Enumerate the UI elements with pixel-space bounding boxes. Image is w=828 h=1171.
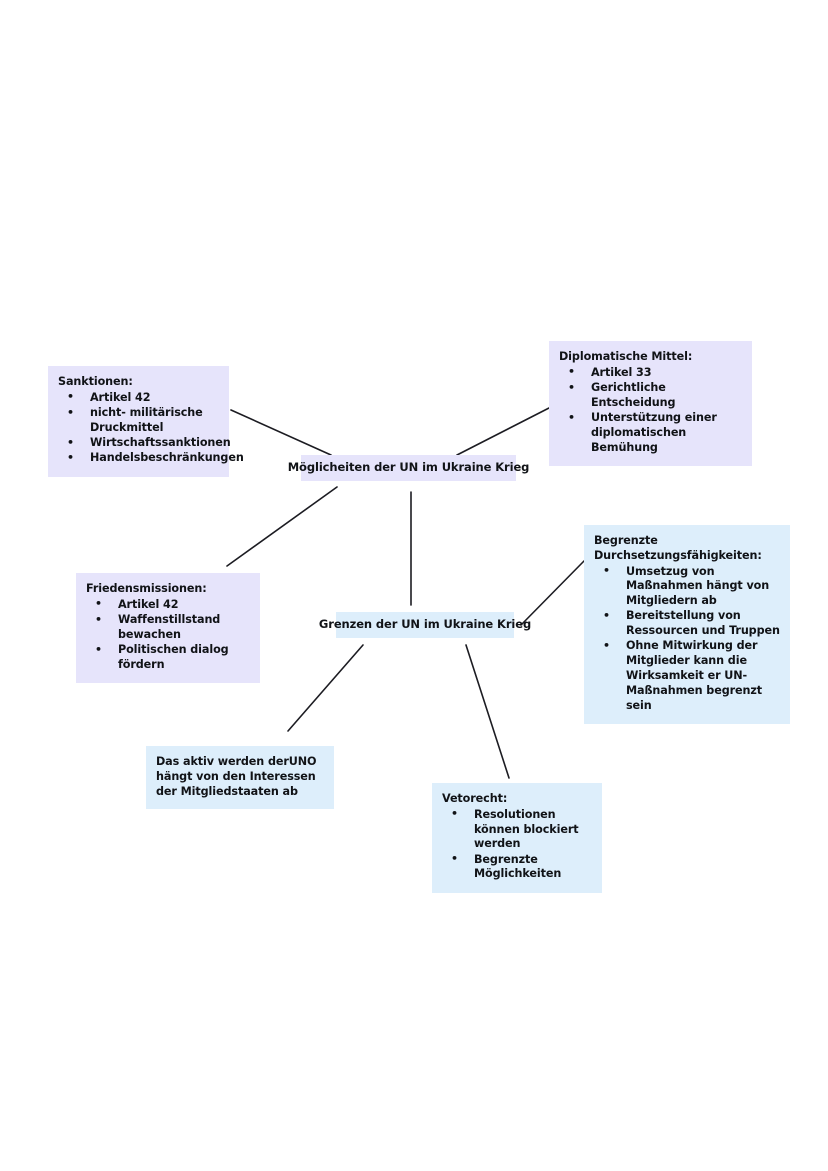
branch-heading-sanktionen: Sanktionen: xyxy=(58,375,133,388)
connector-diplomatische-mittel xyxy=(456,407,550,456)
branch-box-durchsetzungsfaehigkeiten: Begrenzte Durchsetzungsfähigkeiten: Umse… xyxy=(584,525,790,724)
connector-mitgliedsstaaten xyxy=(287,644,364,732)
branch-box-diplomatische-mittel: Diplomatische Mittel: Artikel 33 Gericht… xyxy=(549,341,752,466)
branch-box-vetorecht: Vetorecht: Resolutionen können blockiert… xyxy=(432,783,602,893)
branch-list-sanktionen: Artikel 42 nicht- militärische Druckmitt… xyxy=(58,390,244,466)
branch-text-mitgliedsstaaten: Das aktiv werden derUNO hängt von den In… xyxy=(156,755,317,798)
hub-label-moeglicheiten: Möglicheiten der UN im Ukraine Krieg xyxy=(287,460,530,475)
list-item: Artikel 42 xyxy=(58,390,219,406)
branch-box-mitgliedsstaaten: Das aktiv werden derUNO hängt von den In… xyxy=(146,746,334,810)
hub-label-grenzen: Grenzen der UN im Ukraine Krieg xyxy=(318,617,532,632)
hub-node-moeglicheiten: Möglicheiten der UN im Ukraine Krieg xyxy=(288,455,529,481)
branch-list-diplomatische-mittel: Artikel 33 Gerichtliche Entscheidung Unt… xyxy=(559,365,742,456)
branch-list-vetorecht: Resolutionen können blockiert werden Beg… xyxy=(442,807,592,883)
list-item: Waffenstillstand bewachen xyxy=(86,613,250,643)
branch-heading-durchsetzungsfaehigkeiten: Begrenzte Durchsetzungsfähigkeiten: xyxy=(594,534,762,562)
branch-heading-diplomatische-mittel: Diplomatische Mittel: xyxy=(559,350,693,363)
list-item: Resolutionen können blockiert werden xyxy=(442,807,592,852)
connector-vetorecht xyxy=(465,644,510,779)
list-item: Gerichtliche Entscheidung xyxy=(559,381,742,411)
branch-heading-vetorecht: Vetorecht: xyxy=(442,792,508,805)
connector-durchsetzungsfaehigkeiten xyxy=(520,560,585,626)
connector-friedensmissionen xyxy=(226,486,338,567)
list-item: Unterstützung einer diplomatischen Bemüh… xyxy=(559,411,742,455)
connector-sanktionen xyxy=(230,409,332,456)
list-item: Artikel 42 xyxy=(86,597,250,613)
branch-list-friedensmissionen: Artikel 42 Waffenstillstand bewachen Pol… xyxy=(86,597,250,673)
list-item: Wirtschaftssanktionen xyxy=(58,436,231,451)
list-item: Politischen dialog fördern xyxy=(86,643,250,673)
branch-box-friedensmissionen: Friedensmissionen: Artikel 42 Waffenstil… xyxy=(76,573,260,684)
list-item: Artikel 33 xyxy=(559,365,742,381)
list-item: Ohne Mitwirkung der Mitglieder kann die … xyxy=(594,639,780,713)
list-item: Umsetzug von Maßnahmen hängt von Mitglie… xyxy=(594,564,780,609)
branch-list-durchsetzungsfaehigkeiten: Umsetzug von Maßnahmen hängt von Mitglie… xyxy=(594,564,780,714)
list-item: Begrenzte Möglichkeiten xyxy=(442,852,592,883)
list-item: nicht- militärische Druckmittel xyxy=(58,406,219,436)
branch-heading-friedensmissionen: Friedensmissionen: xyxy=(86,582,207,595)
list-item: Handelsbeschränkungen xyxy=(58,451,244,466)
list-item: Bereitstellung von Ressourcen und Truppe… xyxy=(594,609,780,639)
branch-box-sanktionen: Sanktionen: Artikel 42 nicht- militärisc… xyxy=(48,366,244,477)
hub-node-grenzen: Grenzen der UN im Ukraine Krieg xyxy=(319,612,531,638)
